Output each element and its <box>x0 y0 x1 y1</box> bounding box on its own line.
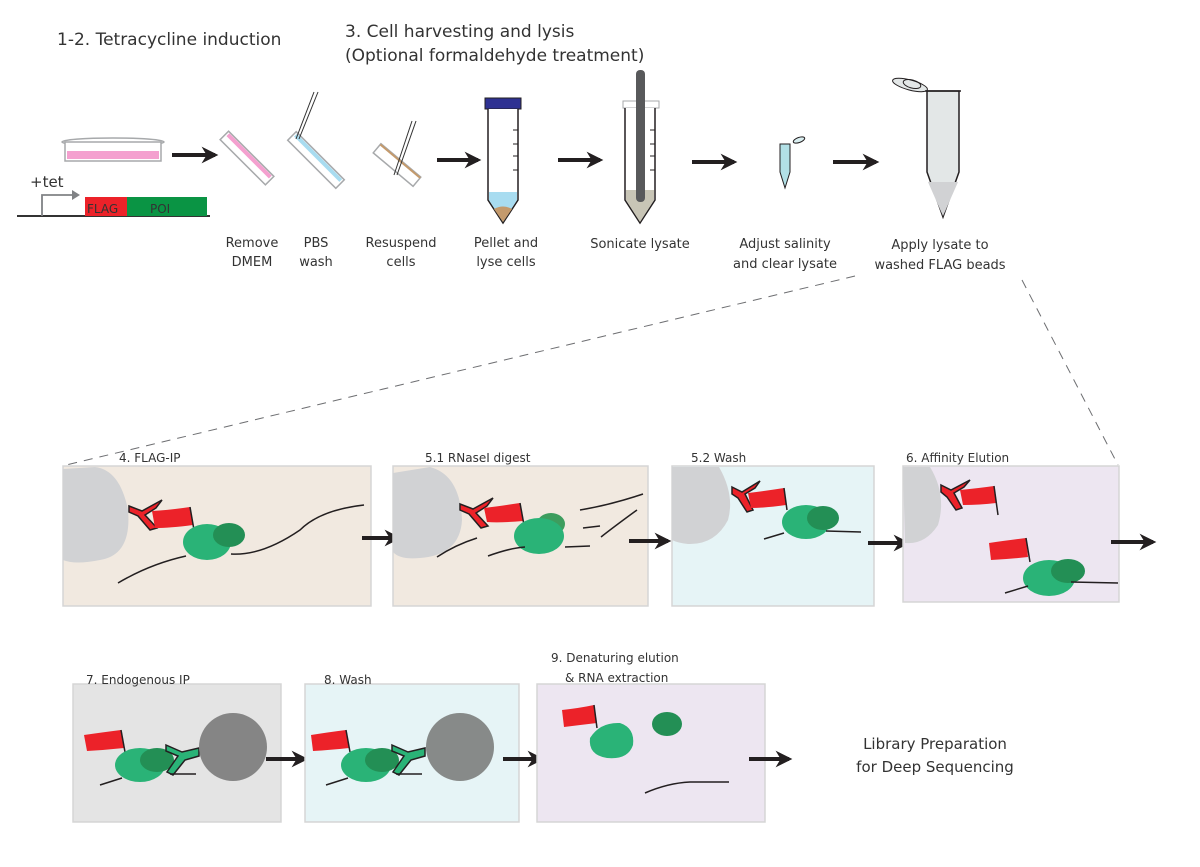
protein-subunit-icon <box>140 748 174 772</box>
antibody-icon <box>459 497 494 529</box>
zoom-guide-line-left <box>61 275 856 467</box>
flag-icon <box>748 488 786 508</box>
step-3-subheading: (Optional formaldehyde treatment) <box>345 46 644 66</box>
flag-icon <box>989 538 1028 560</box>
bead-icon <box>199 713 267 781</box>
bead-icon <box>393 467 462 559</box>
flag-icon <box>84 730 124 751</box>
zoom-guide-line-right <box>1021 279 1119 466</box>
antibody-icon <box>391 743 426 776</box>
flag-icon <box>484 503 523 523</box>
panel-affinity-elution: 6. Affinity Elution <box>902 451 1120 603</box>
bead-icon <box>903 467 942 544</box>
panel-denaturing-elution: 9. Denaturing elution & RNA extraction <box>536 651 766 823</box>
bead-icon <box>426 713 494 781</box>
flag-icon <box>960 486 996 505</box>
step-label: PBS <box>304 236 329 251</box>
rna-strand-icon <box>117 504 365 584</box>
step-1-2-heading: 1-2. Tetracycline induction <box>57 30 281 50</box>
flag-icon <box>311 730 349 751</box>
protein-subunit-icon <box>807 506 839 530</box>
panel-rnase-digest: 5.1 RNaseI digest <box>392 451 649 607</box>
promoter-arrow-icon <box>72 190 80 200</box>
panel-title: 5.1 RNaseI digest <box>425 451 531 465</box>
step-label: Remove <box>226 236 279 251</box>
falcon-tube-icon <box>484 97 522 225</box>
panel-flag-ip: 4. FLAG-IP <box>62 451 372 607</box>
top-step-labels: Remove DMEM PBS wash Resuspend cells Pel… <box>226 236 1006 273</box>
final-step-label-line2: for Deep Sequencing <box>856 758 1014 776</box>
microtube-small-icon <box>779 136 806 190</box>
panel-wash-1: 5.2 Wash <box>671 451 875 607</box>
antibody-icon <box>128 499 163 531</box>
flag-tag-block <box>85 197 127 216</box>
panel-title: 4. FLAG-IP <box>119 451 181 465</box>
tet-inducer-label: +tet <box>30 173 64 191</box>
antibody-icon <box>731 480 761 513</box>
flag-tag-label: FLAG <box>87 202 118 216</box>
panel-background <box>536 683 766 823</box>
step-3-heading: 3. Cell harvesting and lysis <box>345 22 574 42</box>
flag-icon <box>562 705 597 727</box>
culture-dish-icon <box>61 137 165 162</box>
pipette-icon <box>295 91 319 140</box>
step-label: Adjust salinity <box>739 237 831 252</box>
panel-wash-2: 8. Wash <box>304 673 520 823</box>
flag-icon <box>152 507 193 528</box>
step-label: lyse cells <box>476 255 536 270</box>
protein-subunit-icon <box>1051 559 1085 583</box>
step-label: Resuspend <box>366 236 437 251</box>
poi-label: POI <box>150 202 170 216</box>
step-label: Apply lysate to <box>891 238 988 253</box>
gene-construct: FLAG POI <box>17 190 210 217</box>
protein-icon <box>514 518 564 554</box>
panel-title: 8. Wash <box>324 673 372 687</box>
tilted-dish-pbs-icon <box>286 130 346 190</box>
step-label: cells <box>386 255 415 270</box>
protein-subunit-icon <box>213 523 245 547</box>
rna-strand-icon <box>763 530 862 540</box>
protein-subunit-icon <box>652 712 682 736</box>
tilted-dish-dmem-icon <box>219 130 275 186</box>
sonicator-tube-icon <box>622 70 660 225</box>
step-label: and clear lysate <box>733 257 837 272</box>
step-label: DMEM <box>232 255 273 270</box>
panel-title: 5.2 Wash <box>691 451 746 465</box>
rna-strand-icon <box>1004 581 1119 594</box>
protein-icon <box>589 722 634 759</box>
panel-title: 9. Denaturing elution <box>551 651 679 665</box>
top-flow-arrows <box>172 146 880 171</box>
antibody-icon <box>165 743 200 776</box>
step-label: Sonicate lysate <box>590 237 690 252</box>
step-label: washed FLAG beads <box>874 258 1005 273</box>
bead-icon <box>672 467 731 545</box>
rna-strand-icon <box>325 773 422 786</box>
protein-subunit-icon <box>365 748 399 772</box>
rna-strand-icon <box>644 781 729 794</box>
antibody-icon <box>940 479 971 511</box>
sonicator-probe-icon <box>636 70 645 202</box>
final-step-label: Library Preparation <box>863 735 1007 753</box>
step-label: Pellet and <box>474 236 538 251</box>
step-label: wash <box>299 255 333 270</box>
panel-title: 7. Endogenous IP <box>86 673 190 687</box>
bead-icon <box>63 467 129 563</box>
panel-title: 6. Affinity Elution <box>906 451 1009 465</box>
rna-strand-icon <box>99 773 196 786</box>
panel-endogenous-ip: 7. Endogenous IP <box>72 673 282 823</box>
rna-fragment-icon <box>436 493 644 558</box>
poi-block <box>127 197 207 216</box>
pipette-icon <box>393 120 417 176</box>
panel-title-line2: & RNA extraction <box>565 671 668 685</box>
microtube-large-icon <box>892 77 961 220</box>
